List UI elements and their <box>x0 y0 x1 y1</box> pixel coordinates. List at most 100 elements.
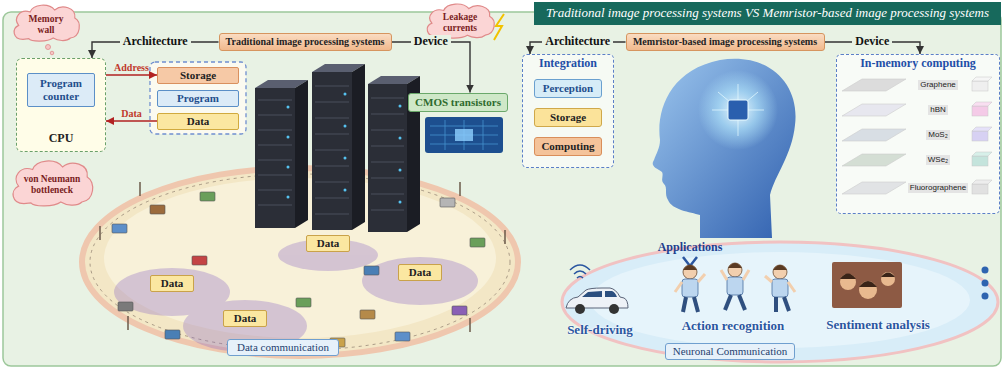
server-racks <box>344 125 347 128</box>
action-figures <box>772 279 788 297</box>
iot-devices <box>165 330 180 339</box>
server-racks <box>315 182 349 183</box>
data-packet-box: Data <box>150 275 194 292</box>
server-racks <box>287 106 290 109</box>
action-figures <box>698 274 705 282</box>
node-text: Data <box>234 312 257 325</box>
data-flow-halo <box>362 257 478 305</box>
material-name: hBN <box>928 105 948 114</box>
brain-head <box>698 70 778 150</box>
cmos-chip <box>455 129 473 141</box>
brain-head <box>653 59 796 238</box>
background-panel <box>3 12 1001 366</box>
action-figures <box>773 265 787 270</box>
server-racks <box>344 93 347 96</box>
brain-head <box>712 84 764 136</box>
action-figures <box>784 297 789 311</box>
server-racks <box>258 115 292 116</box>
brain-head <box>728 100 748 120</box>
cloud-outline <box>427 4 494 38</box>
edge-label: Architecture <box>542 35 613 48</box>
action-figures <box>683 297 686 312</box>
communication-box: Data communication <box>227 339 339 356</box>
server-racks <box>258 86 404 214</box>
connector-arrow <box>106 120 157 121</box>
cpu-group: CPUProgram counter <box>16 58 106 152</box>
server-racks <box>371 194 404 195</box>
integration-group: IntegrationPerceptionStorageComputing <box>522 54 614 168</box>
node-text: Data <box>187 115 210 128</box>
right-platform <box>590 252 970 348</box>
problem-cloud: Memory wall <box>10 2 82 42</box>
server-racks <box>352 64 365 230</box>
action-figures <box>788 282 795 292</box>
self-driving-car <box>566 288 628 308</box>
node-text: Storage <box>180 69 216 82</box>
cloud-outline <box>14 5 79 41</box>
data-packet-box: Data <box>306 235 350 252</box>
cloud-outline <box>13 161 93 206</box>
server-racks <box>371 98 404 99</box>
self-driving-car <box>575 304 585 314</box>
problem-cloud: Leakage currents <box>423 1 497 39</box>
data-packet-box: Data <box>398 264 442 281</box>
action-figures <box>727 277 743 295</box>
action-figures <box>694 297 698 312</box>
iot-devices <box>200 192 215 201</box>
iot-devices <box>395 332 410 341</box>
title-banner: Traditional image processing systems VS … <box>534 2 1001 25</box>
server-racks <box>287 196 290 199</box>
server-racks <box>371 178 404 179</box>
server-racks <box>315 166 349 167</box>
memory-group <box>150 62 246 134</box>
server-racks <box>287 136 290 139</box>
thought-bubbles <box>50 51 54 55</box>
server-racks <box>399 137 402 140</box>
server-racks <box>399 105 402 108</box>
right-platform <box>562 242 998 362</box>
action-figures <box>675 263 795 312</box>
edge-label: Device <box>411 35 451 48</box>
server-racks <box>312 72 352 230</box>
right-platform <box>562 242 998 362</box>
data-flow-halo <box>114 239 478 352</box>
node-text: Memory wall <box>19 14 73 35</box>
node-text: Data <box>317 237 340 250</box>
server-racks <box>315 214 349 215</box>
server-racks <box>371 210 404 211</box>
edge-label: Data <box>118 108 145 119</box>
left-platform <box>504 230 506 244</box>
material-name: MoS₂ <box>926 130 950 139</box>
edge-label: Address <box>111 62 152 73</box>
self-driving-car <box>570 265 590 278</box>
action-figures <box>765 265 795 312</box>
iot-devices <box>364 266 379 275</box>
node-text: Memristor-based image processing systems <box>633 36 817 48</box>
cmos-chip <box>483 120 484 150</box>
computing-box: Computing <box>534 137 602 156</box>
material-name: Graphene <box>918 80 958 89</box>
action-figures <box>728 263 742 268</box>
applications-label: Applications <box>658 241 723 255</box>
iot-devices <box>296 298 311 307</box>
brain-head <box>653 59 796 238</box>
cmos-chip <box>430 120 498 150</box>
action-figures <box>675 282 682 292</box>
cmos-chip <box>445 120 446 150</box>
material-name: Fluorographene <box>908 183 968 192</box>
perception-box: Perception <box>534 79 602 98</box>
node-text: Program counter <box>28 77 94 102</box>
action-figures <box>675 265 705 312</box>
server-racks <box>258 205 292 206</box>
problem-cloud: von Neumann bottleneck <box>8 157 96 207</box>
server-racks <box>371 130 404 131</box>
node-text: Computing <box>541 140 594 153</box>
connector-arrow <box>106 74 157 75</box>
iot-devices <box>192 256 207 265</box>
connector-arrow <box>392 42 471 93</box>
node-text: Integration <box>539 57 597 71</box>
left-platform <box>99 226 101 240</box>
server-racks <box>287 93 402 204</box>
server-racks <box>315 102 349 103</box>
